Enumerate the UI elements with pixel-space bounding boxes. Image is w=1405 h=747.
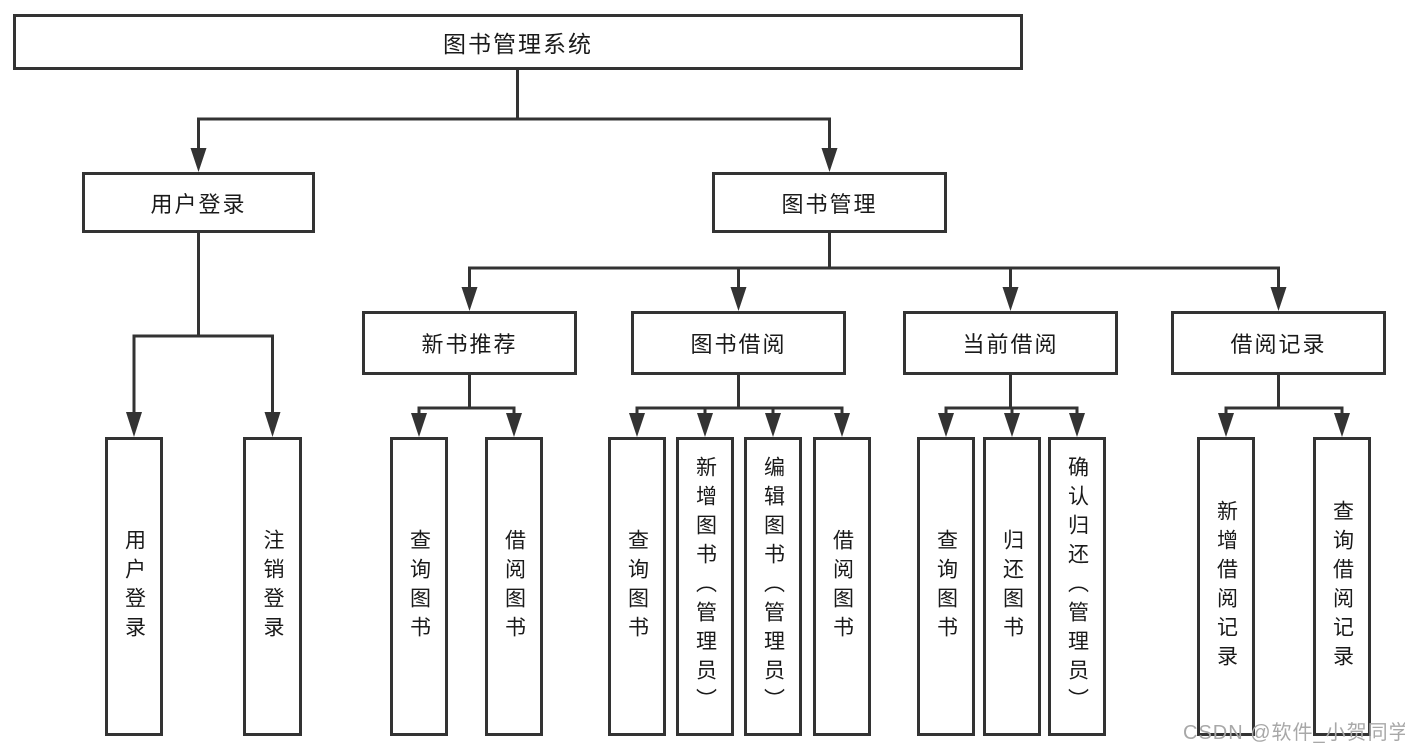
leaf-newbook-query-label: 查询图书 — [407, 528, 431, 645]
leaf-newbook-borrow-label: 借阅图书 — [502, 528, 526, 645]
leaf-current-query-label: 查询图书 — [934, 528, 958, 645]
csdn-watermark: CSDN @软件_小贺同学 — [1183, 722, 1405, 744]
leaf-borrow-edit: 编辑图书（管理员） — [744, 437, 802, 736]
leaf-record-add-label: 新增借阅记录 — [1214, 499, 1238, 674]
leaf-newbook-query: 查询图书 — [390, 437, 448, 736]
book-management-connectors — [461, 233, 1287, 311]
leaf-borrow-add-label: 新增图书（管理员） — [693, 456, 717, 717]
leaf-user-login-label: 用户登录 — [122, 528, 146, 645]
leaf-logout-label: 注销登录 — [261, 528, 285, 645]
node-user-login-label: 用户登录 — [150, 191, 247, 217]
leaf-borrow-add: 新增图书（管理员） — [676, 437, 734, 736]
leaf-connectors — [411, 375, 1350, 437]
node-book-management-label: 图书管理 — [781, 191, 878, 217]
node-root: 图书管理系统 — [13, 14, 1023, 70]
leaf-current-query: 查询图书 — [917, 437, 975, 736]
leaf-current-return-label: 归还图书 — [1000, 528, 1024, 645]
leaf-borrow-edit-label: 编辑图书（管理员） — [761, 456, 785, 717]
leaf-borrow-borrow-label: 借阅图书 — [830, 528, 854, 645]
node-user-login: 用户登录 — [82, 172, 315, 233]
node-new-book-recommend: 新书推荐 — [362, 311, 577, 375]
node-new-book-recommend-label: 新书推荐 — [421, 332, 518, 357]
leaf-current-confirm-return: 确认归还（管理员） — [1048, 437, 1106, 736]
leaf-borrow-query: 查询图书 — [608, 437, 666, 736]
leaf-newbook-borrow: 借阅图书 — [485, 437, 543, 736]
leaf-current-return: 归还图书 — [983, 437, 1041, 736]
leaf-user-login: 用户登录 — [105, 437, 163, 736]
node-current-borrow: 当前借阅 — [903, 311, 1118, 375]
leaf-borrow-query-label: 查询图书 — [625, 528, 649, 645]
root-connectors — [190, 70, 838, 172]
node-root-label: 图书管理系统 — [443, 31, 593, 57]
node-current-borrow-label: 当前借阅 — [962, 332, 1059, 357]
leaf-logout: 注销登录 — [243, 437, 302, 736]
leaf-borrow-borrow: 借阅图书 — [813, 437, 871, 736]
leaf-record-query-label: 查询借阅记录 — [1330, 499, 1354, 674]
node-borrow-record: 借阅记录 — [1171, 311, 1386, 375]
node-book-borrow-label: 图书借阅 — [690, 332, 787, 357]
node-borrow-record-label: 借阅记录 — [1230, 332, 1327, 357]
node-book-management: 图书管理 — [712, 172, 947, 233]
leaf-current-confirm-return-label: 确认归还（管理员） — [1065, 456, 1089, 717]
leaf-record-add: 新增借阅记录 — [1197, 437, 1255, 736]
user-login-connectors — [126, 233, 281, 437]
leaf-record-query: 查询借阅记录 — [1313, 437, 1371, 736]
node-book-borrow: 图书借阅 — [631, 311, 846, 375]
